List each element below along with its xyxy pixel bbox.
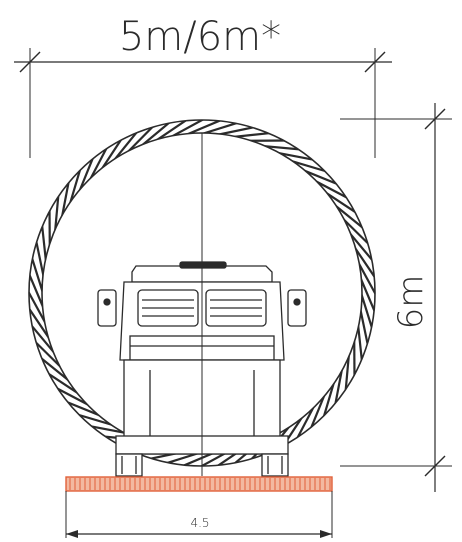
base-arrow-right — [320, 530, 332, 538]
tunnel-ring — [28, 119, 376, 467]
truck-wheel-right — [261, 453, 289, 477]
height-tick-bottom — [424, 455, 446, 477]
truck-mirror-left-dot — [103, 298, 111, 306]
truck-mirror-right-dot — [293, 298, 301, 306]
width-tick-right — [364, 51, 386, 73]
truck-mirror-left — [97, 289, 117, 327]
ground-slab-hatching — [69, 478, 331, 490]
width-dimension-label: 5m/6m* — [119, 14, 281, 60]
height-dimension-label: 6m — [391, 275, 431, 330]
height-dimension: 6m — [340, 103, 452, 492]
ground-slab-fill — [65, 476, 333, 492]
truck-mirror-right — [287, 289, 307, 327]
ground-slab — [65, 476, 333, 492]
width-dimension: 5m/6m* — [14, 14, 392, 158]
base-dimension-label: 4.5 — [190, 516, 209, 530]
base-arrow-left — [66, 530, 78, 538]
height-tick-top — [424, 108, 446, 130]
truck-wheel-left — [115, 453, 143, 477]
base-dimension: 4.5 — [65, 491, 333, 538]
truck-roof-light — [179, 261, 227, 269]
width-tick-left — [19, 51, 41, 73]
